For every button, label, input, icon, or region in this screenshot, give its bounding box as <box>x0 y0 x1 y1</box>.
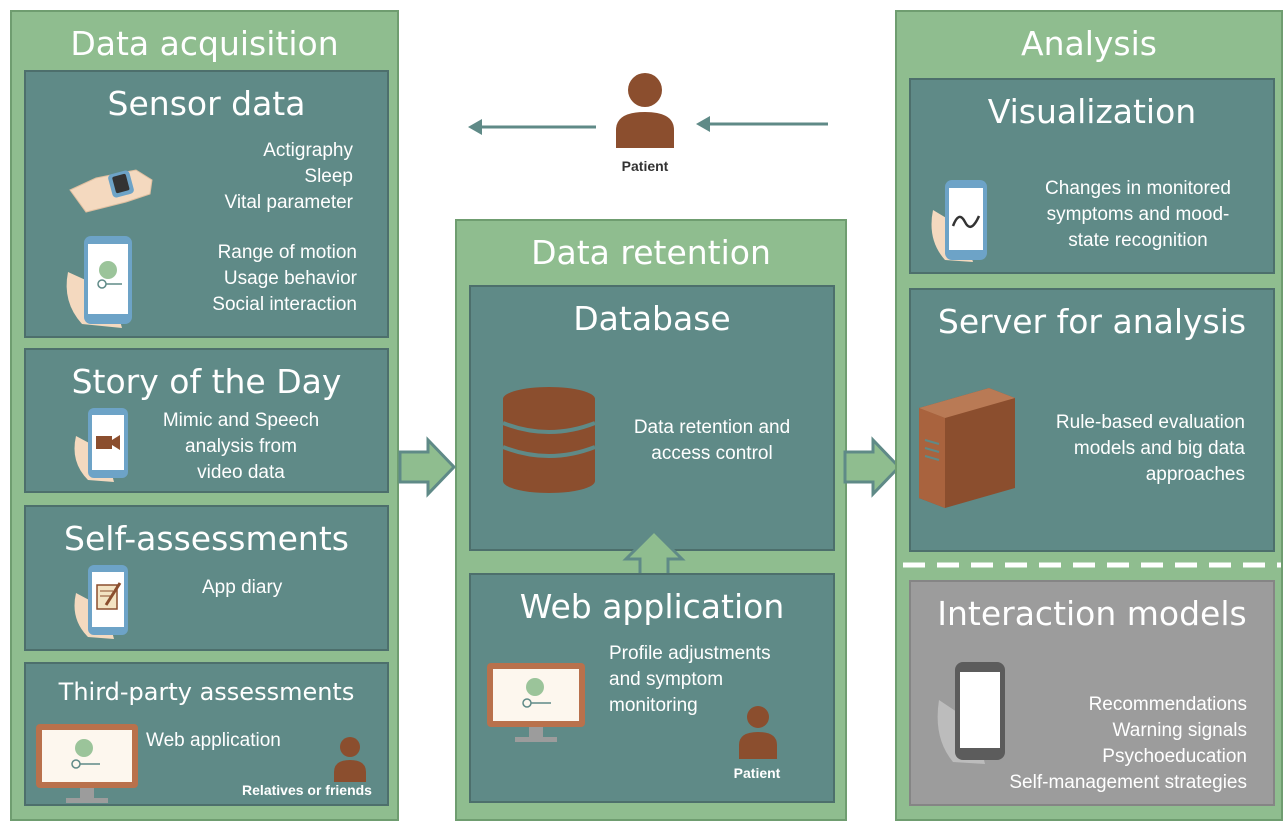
story-of-the-day-panel: Story of the Day Mimic and Speech analys… <box>24 348 389 493</box>
chart-phone-icon <box>931 180 987 262</box>
dashed-divider <box>903 562 1281 568</box>
data-acquisition-column: Data acquisition Sensor data Actigraphy … <box>10 10 399 821</box>
self-assessments-panel: Self-assessments App diary <box>24 505 389 651</box>
diary-phone-icon <box>74 565 128 639</box>
sensor-phone-item: Range of motion <box>217 242 357 263</box>
server-line: approaches <box>1145 464 1245 485</box>
web-application-panel: Web application Profile adjustments and … <box>469 573 835 803</box>
smartphone-app-icon <box>66 236 132 328</box>
visualization-title: Visualization <box>987 92 1197 131</box>
webapp-line: and symptom <box>609 669 724 690</box>
story-of-the-day-text: Mimic and Speech analysis from video dat… <box>146 408 336 486</box>
server-line: models and big data <box>1073 438 1245 459</box>
server-line: Rule-based evaluation <box>1055 412 1245 433</box>
story-of-the-day-title: Story of the Day <box>71 362 342 401</box>
analysis-column: Analysis Visualization Changes in monito… <box>895 10 1283 821</box>
interaction-line: Self-management strategies <box>1009 772 1247 793</box>
self-assessments-title: Self-assessments <box>64 519 349 558</box>
arrow-retention-to-analysis <box>843 436 902 498</box>
analysis-title: Analysis <box>1021 24 1157 63</box>
relatives-label: Relatives or friends <box>242 782 372 798</box>
interaction-line: Warning signals <box>1112 720 1247 741</box>
app-diary-text: App diary <box>202 577 283 598</box>
video-phone-icon <box>74 408 128 482</box>
patient-icon <box>616 73 674 148</box>
database-title: Database <box>573 299 731 338</box>
data-retention-column: Data retention Database Data retention a… <box>455 219 847 821</box>
server-panel: Server for analysis Rule-based evaluatio… <box>909 288 1275 552</box>
sensor-watch-item: Vital parameter <box>224 192 354 213</box>
third-party-assessments-title: Third-party assessments <box>58 678 355 706</box>
interaction-line: Psychoeducation <box>1102 746 1247 767</box>
story-line: Mimic and Speech <box>162 410 320 431</box>
visualization-panel: Visualization Changes in monitored sympt… <box>909 78 1275 274</box>
sensor-watch-list: Actigraphy Sleep Vital parameter <box>225 138 354 216</box>
webapp-line: Profile adjustments <box>609 643 771 664</box>
sensor-data-title: Sensor data <box>107 84 306 123</box>
sensor-watch-item: Actigraphy <box>263 140 353 161</box>
database-line: access control <box>651 443 773 464</box>
right-arrow-in <box>696 116 828 132</box>
interaction-models-title: Interaction models <box>937 594 1247 633</box>
web-application-text: Profile adjustments and symptom monitori… <box>609 641 771 719</box>
web-application-text: Web application <box>146 730 281 751</box>
third-party-assessments-panel: Third-party assessments Web application … <box>24 662 389 806</box>
arrow-acquisition-to-retention <box>398 436 457 498</box>
monitor-icon <box>36 724 138 803</box>
sensor-phone-item: Social interaction <box>212 294 357 315</box>
webapp-line: monitoring <box>609 695 698 716</box>
left-arrow <box>468 119 596 135</box>
database-text: Data retention and access control <box>607 415 817 467</box>
interaction-models-panel: Interaction models Recommendations Warni… <box>909 580 1275 806</box>
sensor-watch-item: Sleep <box>304 166 353 187</box>
sensor-phone-item: Usage behavior <box>223 268 357 289</box>
story-line: video data <box>197 462 285 483</box>
database-line: Data retention and <box>633 417 791 438</box>
relatives-person-icon <box>334 737 366 782</box>
visualization-text: Changes in monitored symptoms and mood- … <box>1023 176 1253 254</box>
monitor-icon <box>487 663 585 742</box>
interaction-line: Recommendations <box>1088 694 1247 715</box>
smartwatch-icon <box>69 169 153 213</box>
server-text: Rule-based evaluation models and big dat… <box>1056 410 1245 488</box>
visualization-line: symptoms and mood- <box>1046 204 1230 225</box>
data-acquisition-title: Data acquisition <box>70 24 339 63</box>
webapp-patient-label: Patient <box>733 765 781 781</box>
top-patient-label: Patient <box>621 158 669 174</box>
patient-icon <box>739 706 777 759</box>
data-retention-title: Data retention <box>531 233 771 272</box>
database-panel: Database Data retention and access contr… <box>469 285 835 551</box>
sensor-phone-list: Range of motion Usage behavior Social in… <box>212 240 357 318</box>
interaction-models-text: Recommendations Warning signals Psychoed… <box>1009 692 1247 796</box>
server-title: Server for analysis <box>937 302 1247 341</box>
database-icon <box>502 387 596 493</box>
server-icon <box>919 388 1015 508</box>
web-application-title: Web application <box>519 587 785 626</box>
sensor-data-panel: Sensor data Actigraphy Sleep Vital param… <box>24 70 389 338</box>
story-line: analysis from <box>185 436 297 457</box>
visualization-line: Changes in monitored <box>1045 178 1231 199</box>
phone-icon <box>937 662 1005 764</box>
visualization-line: state recognition <box>1068 230 1208 251</box>
